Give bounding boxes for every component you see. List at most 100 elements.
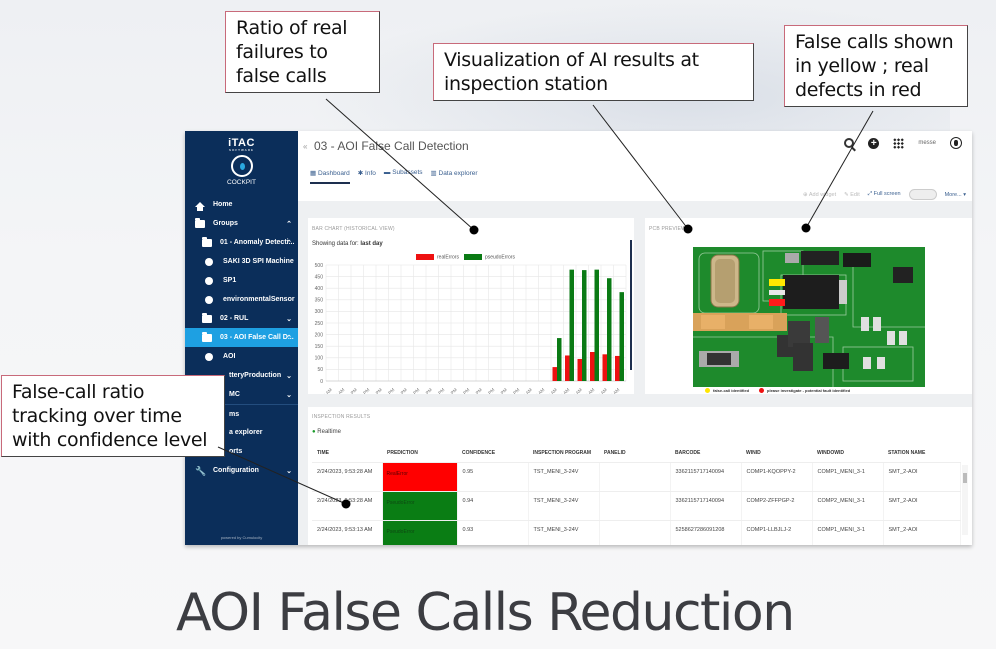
x-tick-label: 0 AM: [335, 387, 346, 394]
table-scrollbar[interactable]: [962, 465, 968, 535]
x-tick-label: 0 PM: [447, 387, 458, 394]
legend-label: realErrors: [437, 254, 459, 261]
column-header[interactable]: TIME: [312, 445, 382, 463]
user-icon[interactable]: [950, 137, 962, 149]
realtime-label: Realtime: [317, 429, 341, 435]
y-tick-label: 200: [315, 332, 324, 338]
tab-subassets[interactable]: ▬ Subassets: [383, 169, 423, 176]
tab-data-explorer[interactable]: ▥ Data explorer: [430, 170, 478, 177]
chart-scrollbar[interactable]: [630, 240, 632, 370]
yellow-dot-icon: [705, 388, 710, 394]
column-header[interactable]: BARCODE: [670, 445, 741, 463]
sidebar-item-alarms[interactable]: ms: [185, 404, 298, 423]
callout-visualization: Visualization of AI results at inspectio…: [433, 43, 754, 101]
full-screen-toggle[interactable]: [908, 189, 937, 200]
device-icon: [205, 257, 213, 266]
bar-pseudoErrors[interactable]: [607, 278, 612, 381]
bar-realErrors[interactable]: [565, 355, 570, 381]
sidebar-item-anomaly-detection[interactable]: 01 - Anomaly Detecti...⌃: [185, 233, 298, 252]
sidebar-item-label: tteryProduction: [229, 372, 282, 379]
sidebar-item-battery-production[interactable]: tteryProduction⌄: [185, 366, 298, 385]
prediction-badge: RealError: [382, 462, 457, 491]
bar-realErrors[interactable]: [615, 355, 620, 381]
real-defect-marker: [769, 299, 785, 306]
column-header[interactable]: INSPECTION PROGRAM: [528, 445, 599, 463]
y-tick-label: 250: [315, 321, 324, 327]
sidebar-item-sp1[interactable]: SP1: [185, 271, 298, 290]
home-icon: [195, 202, 205, 211]
cell-barcode: 3362115717140094: [670, 462, 742, 492]
cockpit-gauge-icon: [230, 155, 253, 177]
false-call-marker: [769, 279, 785, 286]
collapse-sidebar-icon[interactable]: «: [303, 142, 308, 151]
callout-tracking: False-call ratio tracking over time with…: [1, 375, 225, 457]
bar-realErrors[interactable]: [552, 367, 558, 381]
realtime-indicator[interactable]: ● Realtime: [312, 429, 341, 435]
column-header[interactable]: WINID: [741, 445, 812, 463]
bar-pseudoErrors[interactable]: [557, 338, 562, 381]
sidebar-item-data-explorer[interactable]: a explorer: [185, 423, 298, 442]
bar-pseudoErrors[interactable]: [594, 269, 600, 381]
sidebar-item-aoi[interactable]: AOI: [185, 347, 298, 366]
full-screen-button[interactable]: ⤢ Full screen: [867, 191, 901, 197]
legend-item-realerrors[interactable]: realErrors: [416, 254, 459, 260]
sidebar-item-aoi-false-call[interactable]: 03 - AOI False Call D...⌃: [185, 328, 298, 347]
cell-windowid: COMP1_MENI_3-1: [812, 520, 884, 545]
bar-pseudoErrors[interactable]: [569, 269, 575, 381]
sidebar-item-groups[interactable]: Groups⌃: [185, 214, 298, 233]
more-button[interactable]: More... ▾: [944, 191, 966, 198]
x-tick-label: 0 PM: [484, 387, 495, 394]
slide-title: AOI False Calls Reduction: [176, 583, 795, 643]
x-tick-label: 0 AM: [585, 387, 596, 394]
sidebar-item-rul[interactable]: 02 - RUL⌄: [185, 309, 298, 328]
bar-realErrors[interactable]: [602, 354, 608, 381]
sidebar-item-environmental-sensor[interactable]: environmentalSensor: [185, 290, 298, 309]
legend-item-pseudoerrors[interactable]: pseudoErrors: [463, 254, 515, 260]
user-name[interactable]: messe: [918, 140, 936, 146]
x-tick-label: 0 PM: [509, 387, 520, 394]
column-header[interactable]: PREDICTION: [382, 445, 457, 463]
column-header[interactable]: STATION NAME: [883, 445, 960, 463]
cell-panelid: [599, 491, 671, 521]
edit-button[interactable]: ✎ Edit: [844, 191, 860, 198]
showing-value[interactable]: last day: [360, 241, 383, 247]
x-tick-label: 0 PM: [459, 387, 470, 394]
add-icon[interactable]: +: [868, 137, 880, 149]
x-tick-label: 0 AM: [522, 387, 533, 394]
column-header[interactable]: WINDOWID: [812, 445, 883, 463]
tab-label: Dashboard: [317, 170, 350, 177]
bar-pseudoErrors[interactable]: [582, 270, 587, 381]
add-widget-button[interactable]: ⊕ Add widget: [803, 191, 837, 198]
column-header[interactable]: CONFIDENCE: [457, 445, 528, 463]
cell-barcode: 5258627286091208: [670, 520, 742, 545]
sidebar-item-label: SAKI 3D SPI Machine: [223, 258, 294, 265]
tab-dashboard[interactable]: ▦ Dashboard: [310, 169, 350, 184]
bar-chart-card: BAR CHART (HISTORICAL VIEW) Showing data…: [308, 218, 634, 394]
sidebar-item-label: Home: [213, 201, 233, 208]
sidebar-item-label: 03 - AOI False Call D...: [220, 334, 294, 341]
bar-realErrors[interactable]: [577, 358, 583, 381]
cell-panelid: [599, 462, 671, 492]
bar-realErrors[interactable]: [590, 352, 595, 381]
prediction-badge: PseudoError: [382, 520, 457, 545]
sidebar-item-saki[interactable]: SAKI 3D SPI Machine: [185, 252, 298, 271]
column-header[interactable]: PANELID: [599, 445, 670, 463]
sidebar-item-home[interactable]: Home: [185, 195, 298, 214]
x-tick-label: 0 AM: [322, 387, 333, 394]
product-name: COCKPIT: [227, 179, 256, 186]
sidebar-item-mc[interactable]: MC⌄: [185, 385, 298, 404]
bar-pseudoErrors[interactable]: [619, 292, 625, 381]
search-icon[interactable]: [844, 138, 855, 148]
app-grid-icon[interactable]: [893, 137, 905, 149]
table-header-row: TIME PREDICTION CONFIDENCE INSPECTION PR…: [312, 445, 960, 463]
brand-name: iTAC: [228, 137, 255, 149]
sidebar-item-configuration[interactable]: 🔧Configuration⌄: [185, 461, 298, 480]
scrollbar-thumb[interactable]: [963, 473, 967, 483]
tab-info[interactable]: ✱ Info: [357, 170, 376, 177]
cell-winid: COMP1-KQOPPY-2: [741, 462, 813, 492]
cell-inspection-program: TST_MENI_3-24V: [528, 491, 600, 521]
chevron-down-icon: ⌄: [286, 467, 292, 475]
